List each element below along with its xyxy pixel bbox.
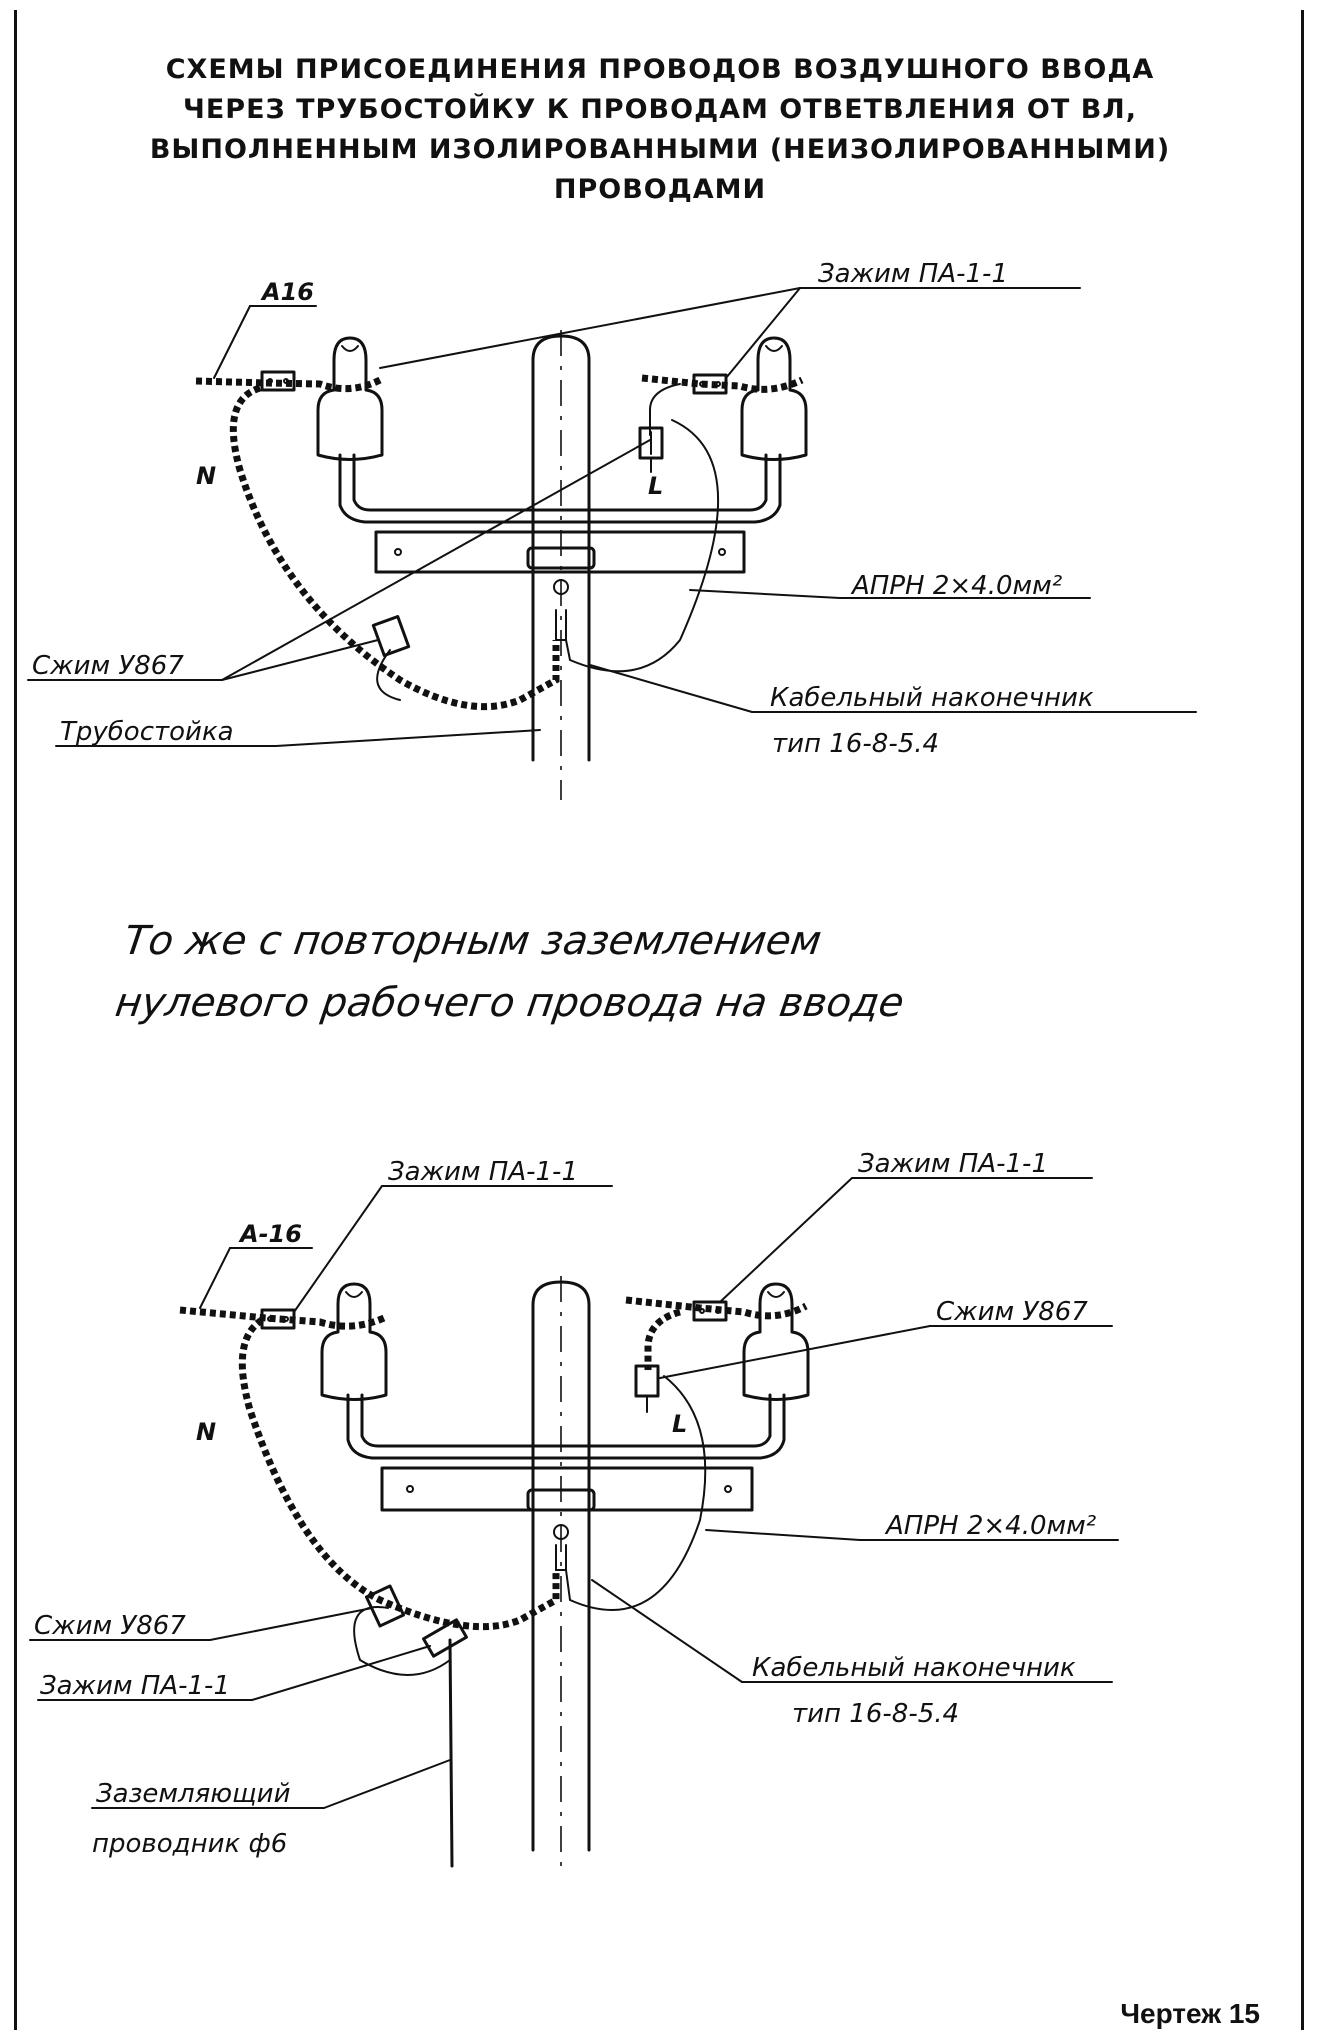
ground-clamp-2 xyxy=(422,1618,468,1658)
cable-label-1: АПРН 2×4.0мм² xyxy=(850,571,1062,601)
compress-joint-top-1 xyxy=(638,426,664,473)
clamp-label-1: Зажим ПА-1-1 xyxy=(818,259,1008,289)
compress-label-1: Сжим У867 xyxy=(32,651,184,681)
lug-type-1: тип 16-8-5.4 xyxy=(772,729,939,759)
diagram-2: А-16 Зажим ПА-1-1 Зажим ПА-1-1 Сжим У867… xyxy=(29,1149,1119,1870)
crossarm-1 xyxy=(338,453,782,574)
compress-label-2: Сжим У867 xyxy=(34,1611,186,1641)
phase-drop-2 xyxy=(565,1375,707,1611)
overhead-wire-left-1 xyxy=(195,370,382,393)
phase-tap-2 xyxy=(644,1308,682,1370)
cable-label-2: АПРН 2×4.0мм² xyxy=(884,1511,1096,1541)
wire-label-2: А-16 xyxy=(238,1220,302,1248)
neutral-label-2: N xyxy=(196,1418,216,1446)
cable-lug-1 xyxy=(555,609,567,641)
pipe-label-1: Трубостойка xyxy=(60,717,234,747)
compress-joint-top-2 xyxy=(634,1364,660,1413)
diagram-1: А16 Зажим ПА-1-1 N L АПРН 2×4.0мм² Сжим … xyxy=(27,259,1197,800)
cable-lug-2 xyxy=(555,1544,567,1571)
neutral-loop-1 xyxy=(376,649,401,701)
lug-label-1: Кабельный наконечник xyxy=(770,683,1094,713)
leaders-1 xyxy=(27,287,1197,747)
clamp-bottom-label-2: Зажим ПА-1-1 xyxy=(40,1671,230,1701)
neutral-drop-2 xyxy=(238,1317,560,1631)
title-line-1: СХЕМЫ ПРИСОЕДИНЕНИЯ ПРОВОДОВ ВОЗДУШНОГО … xyxy=(165,54,1155,85)
compress-top-label-2: Сжим У867 xyxy=(936,1297,1088,1327)
phase-label-2: L xyxy=(672,1410,687,1438)
compress-joint-bottom-2 xyxy=(364,1584,406,1628)
overhead-wire-right-2 xyxy=(625,1296,808,1322)
title-line-2: ЧЕРЕЗ ТРУБОСТОЙКУ К ПРОВОДАМ ОТВЕТВЛЕНИЯ… xyxy=(183,94,1137,125)
ground-label-line-2: проводник ф6 xyxy=(92,1829,287,1859)
insulator-right-2 xyxy=(742,1282,810,1401)
leaders-2 xyxy=(29,1177,1119,1809)
phase-label-1: L xyxy=(648,472,663,500)
lug-type-2: тип 16-8-5.4 xyxy=(792,1699,959,1729)
caption-line-2: нулевого рабочего провода на вводе xyxy=(112,980,907,1026)
lug-label-2: Кабельный наконечник xyxy=(752,1653,1076,1683)
sheet-frame xyxy=(14,10,1304,2030)
ground-conductor-2 xyxy=(448,1638,454,1868)
caption-line-1: То же с повторным заземлением xyxy=(121,918,825,964)
wire-label-1: А16 xyxy=(260,278,314,306)
clamp-right-label-2: Зажим ПА-1-1 xyxy=(858,1149,1048,1179)
insulator-left-1 xyxy=(316,336,384,461)
neutral-drop-1 xyxy=(229,384,560,711)
clamp-left-label-2: Зажим ПА-1-1 xyxy=(388,1157,578,1187)
crossarm-2 xyxy=(346,1393,786,1512)
overhead-wire-right-1 xyxy=(641,373,804,395)
pipe-stand-1 xyxy=(526,330,596,800)
drawing-title: СХЕМЫ ПРИСОЕДИНЕНИЯ ПРОВОДОВ ВОЗДУШНОГО … xyxy=(60,50,1260,210)
insulator-left-2 xyxy=(320,1282,388,1401)
phase-tap-1 xyxy=(649,383,681,436)
insulator-right-1 xyxy=(740,336,808,461)
neutral-label-1: N xyxy=(196,462,216,490)
overhead-wire-left-2 xyxy=(179,1306,386,1330)
pipe-stand-2 xyxy=(526,1276,596,1870)
caption-repeated-grounding: То же с повторным заземлением нулевого р… xyxy=(111,910,916,1034)
title-line-3: ВЫПОЛНЕННЫМ ИЗОЛИРОВАННЫМИ (НЕИЗОЛИРОВАН… xyxy=(149,134,1171,165)
ground-label-line-1: Заземляющий xyxy=(96,1779,290,1809)
drawing-number: Чертеж 15 xyxy=(1120,1998,1260,2029)
compress-joint-bottom-1 xyxy=(371,615,411,657)
title-line-4: ПРОВОДАМИ xyxy=(553,174,767,205)
